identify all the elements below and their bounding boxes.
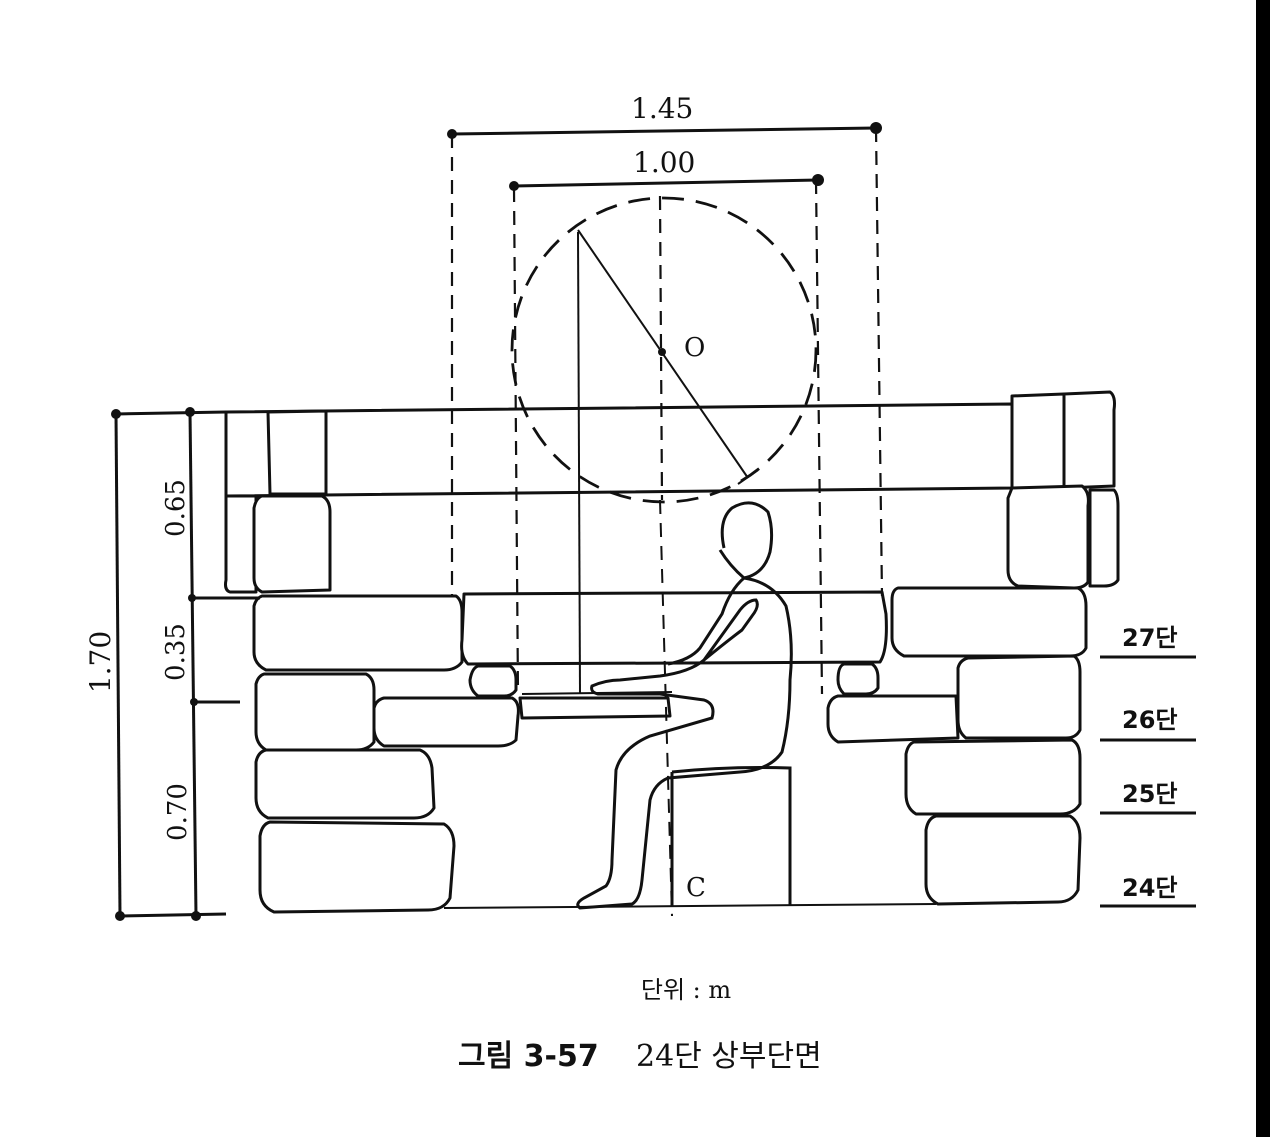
table-height-line [521, 691, 673, 695]
dim-line-outer [451, 126, 877, 136]
mid-stone-right [1006, 484, 1090, 590]
figure-neck [718, 549, 745, 580]
center-o-dot [658, 348, 666, 356]
top-stone-left [266, 409, 328, 496]
left-dimensions: 1.70 0.65 0.35 0.70 [84, 407, 260, 921]
dim-total-top-dot [111, 409, 121, 419]
dim-ref-top [115, 410, 227, 416]
mid-stone-left-edge [224, 494, 258, 594]
course-label-26: 26단 [1122, 706, 1177, 734]
dim-line-inner [513, 178, 819, 188]
stone-left-25 [254, 748, 436, 820]
dim-seg-top-dot [185, 407, 195, 417]
stone-center-27 [460, 590, 888, 666]
inner-right-line [814, 179, 824, 695]
stone-right-25 [904, 738, 1082, 816]
stone-right-27 [890, 586, 1088, 658]
construction-lines [450, 127, 884, 917]
course-labels: 27단 26단 25단 24단 [1100, 624, 1196, 908]
dim-inner-left-dot [509, 181, 519, 191]
center-axis-lower [659, 499, 673, 917]
small-stone-left [468, 664, 518, 698]
dim-upper-label: 0.65 [161, 479, 191, 537]
dim-ref-bottom [119, 912, 227, 918]
dim-outer-left-dot [447, 129, 457, 139]
stone-right-24 [924, 814, 1082, 906]
point-c-label: C [686, 873, 706, 903]
top-course-stone [224, 402, 1014, 498]
unit-note: 단위 : m [641, 976, 732, 1004]
seated-figure [576, 501, 793, 910]
dim-total-label: 1.70 [84, 631, 117, 693]
page-edge-bar [1256, 0, 1270, 1137]
small-stone-right [836, 662, 880, 696]
stone-left-26b [372, 696, 520, 748]
mid-stone-right-edge [1088, 488, 1120, 588]
mid-stone-left [252, 494, 332, 594]
stone-right-26b [826, 694, 960, 744]
figure-arm [667, 576, 745, 666]
stone-left-26a [254, 672, 376, 752]
figure-number: 그림 3-57 [458, 1039, 599, 1074]
diameter-tick [737, 469, 759, 485]
dim-tick-035-dot [190, 698, 198, 706]
stone-left-24 [258, 820, 456, 914]
dim-outer-right-dot [870, 122, 882, 134]
course-label-25: 25단 [1122, 780, 1177, 808]
figure-title: 24단 상부단면 [636, 1039, 822, 1074]
dim-inner-label: 1.00 [633, 146, 695, 179]
inner-left-line [512, 187, 520, 695]
lower-stone-walls [252, 586, 1088, 914]
outer-right-line [874, 127, 884, 597]
dim-lower-label: 0.70 [163, 783, 193, 841]
dim-line-total [114, 413, 122, 917]
upper-stone-band [224, 390, 1120, 594]
stool [671, 766, 792, 906]
stone-left-27 [252, 594, 464, 672]
center-axis-upper [658, 195, 664, 501]
dim-line-segments [188, 411, 198, 917]
dim-outer-label: 1.45 [631, 92, 693, 125]
desk-slab [518, 696, 672, 720]
section-circle [510, 196, 818, 504]
top-stone-right-b [1062, 390, 1116, 490]
floor-line [443, 903, 937, 909]
stone-right-26a [956, 654, 1082, 740]
dim-inner-right-dot [812, 174, 824, 186]
vertical-from-circle [577, 231, 581, 695]
point-o-label: O [684, 333, 705, 363]
top-dimensions: 1.45 1.00 [447, 92, 882, 191]
figure-outline [576, 501, 793, 910]
dim-middle-label: 0.35 [161, 623, 191, 681]
course-label-27: 27단 [1122, 624, 1177, 652]
top-stone-right-a [1010, 392, 1066, 490]
dim-seg-bottom-dot [191, 911, 201, 921]
course-label-24: 24단 [1122, 874, 1177, 902]
dim-tick-065-dot [188, 594, 196, 602]
